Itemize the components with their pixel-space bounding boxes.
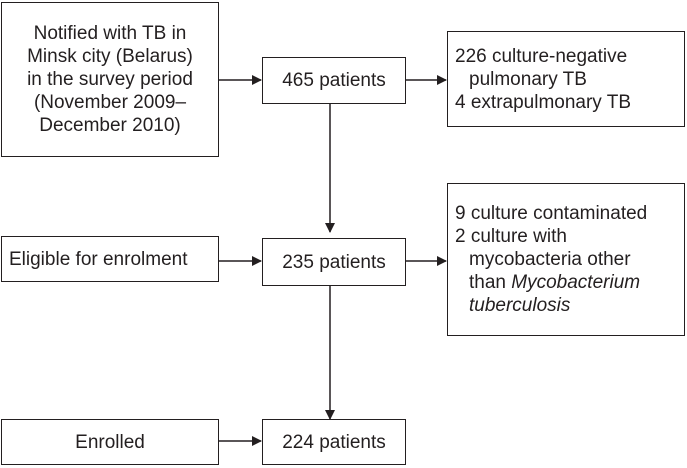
enrolled-box: Enrolled [1,419,219,465]
eligible-box: Eligible for enrolment [1,236,219,282]
notified-box: Notified with TB in Minsk city (Belarus)… [1,2,219,157]
excluded-box-1: 226 culture-negative pulmonary TB 4 extr… [447,31,685,127]
patients-465-box: 465 patients [262,57,406,104]
excluded-box-2: 9 culture contaminated 2 culture with my… [447,183,685,336]
patients-224-box: 224 patients [262,419,406,465]
patients-235-box: 235 patients [262,238,406,286]
